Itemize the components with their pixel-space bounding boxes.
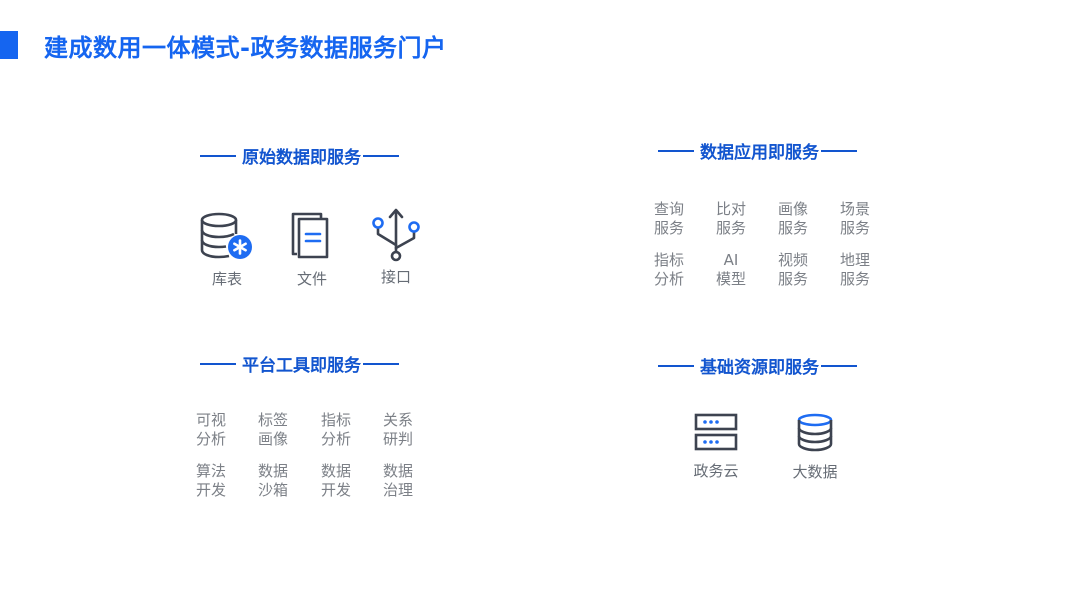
platform-tools-cell[interactable]: 标签画像 <box>253 411 293 449</box>
data-app-cell[interactable]: 查询服务 <box>649 200 689 238</box>
raw-data-item-file[interactable]: 文件 <box>272 210 352 289</box>
cell-line: 比对 <box>715 200 746 218</box>
infra-item-label: 大数据 <box>792 463 838 481</box>
section-heading-label: 平台工具即服务 <box>242 356 361 376</box>
cell-line: 数据 <box>382 462 413 480</box>
cell-line: 画像 <box>257 430 288 448</box>
cell-line: 开发 <box>195 481 226 499</box>
platform-tools-cell[interactable]: 数据沙箱 <box>253 462 293 500</box>
heading-dash-left <box>658 364 694 367</box>
data-app-cell[interactable]: 视频服务 <box>773 251 813 289</box>
section-heading-platform-tools: 平台工具即服务 <box>200 351 399 376</box>
cell-line: 服务 <box>777 270 808 288</box>
data-app-cell[interactable]: 场景服务 <box>835 200 875 238</box>
cell-line: 研判 <box>382 430 413 448</box>
cell-line: 算法 <box>195 462 226 480</box>
usb-icon <box>372 208 420 262</box>
section-heading-label: 基础资源即服务 <box>700 358 819 378</box>
platform-tools-cell[interactable]: 数据开发 <box>316 462 356 500</box>
platform-tools-cell[interactable]: 算法开发 <box>191 462 231 500</box>
cell-line: 分析 <box>195 430 226 448</box>
server-rack-icon <box>694 413 738 451</box>
cell-line: 查询 <box>653 200 684 218</box>
cell-line: 指标 <box>320 411 351 429</box>
section-heading-data-app: 数据应用即服务 <box>658 138 857 163</box>
cell-line: 治理 <box>382 481 413 499</box>
title-accent-bar <box>0 31 18 59</box>
cell-line: 服务 <box>777 219 808 237</box>
data-app-cell[interactable]: 地理服务 <box>835 251 875 289</box>
cell-line: 服务 <box>839 219 870 237</box>
cell-line: 数据 <box>320 462 351 480</box>
heading-dash-left <box>658 149 694 152</box>
heading-dash-right <box>821 149 857 152</box>
cell-line: 服务 <box>839 270 870 288</box>
infra-item-label: 政务云 <box>693 462 739 480</box>
cell-line: 标签 <box>257 411 288 429</box>
raw-data-item-api[interactable]: 接口 <box>356 208 436 287</box>
raw-data-item-table[interactable]: 库表 <box>187 210 267 289</box>
data-app-cell[interactable]: 画像服务 <box>773 200 813 238</box>
cell-line: 地理 <box>839 251 870 269</box>
cell-line: 开发 <box>320 481 351 499</box>
data-app-cell[interactable]: 指标分析 <box>649 251 689 289</box>
cell-line: 指标 <box>653 251 684 269</box>
heading-dash-left <box>200 362 236 365</box>
heading-dash-left <box>200 154 236 157</box>
platform-tools-cell[interactable]: 数据治理 <box>378 462 418 500</box>
cell-line: 分析 <box>320 430 351 448</box>
raw-data-item-label: 文件 <box>296 270 327 288</box>
section-heading-raw-data: 原始数据即服务 <box>200 143 399 168</box>
database-icon <box>200 212 252 259</box>
cell-line: 画像 <box>777 200 808 218</box>
raw-data-item-label: 接口 <box>380 268 411 286</box>
cell-line: 视频 <box>777 251 808 269</box>
raw-data-item-label: 库表 <box>211 270 242 288</box>
cell-line: 数据 <box>257 462 288 480</box>
platform-tools-cell[interactable]: 关系研判 <box>378 411 418 449</box>
cell-line: AI <box>723 251 739 269</box>
cell-line: 场景 <box>839 200 870 218</box>
heading-dash-right <box>821 364 857 367</box>
section-heading-infrastructure: 基础资源即服务 <box>658 353 857 378</box>
cell-line: 模型 <box>715 270 746 288</box>
cell-line: 服务 <box>653 219 684 237</box>
cell-line: 服务 <box>715 219 746 237</box>
cell-line: 可视 <box>195 411 226 429</box>
page-title: 建成数用一体模式-政务数据服务门户 <box>44 34 447 62</box>
document-icon <box>291 212 329 259</box>
platform-tools-cell[interactable]: 可视分析 <box>191 411 231 449</box>
platform-tools-cell[interactable]: 指标分析 <box>316 411 356 449</box>
section-heading-label: 数据应用即服务 <box>700 143 819 163</box>
infra-item-big-data[interactable]: 大数据 <box>775 413 855 482</box>
cell-line: 沙箱 <box>257 481 288 499</box>
infra-item-gov-cloud[interactable]: 政务云 <box>676 412 756 481</box>
cell-line: 分析 <box>653 270 684 288</box>
section-heading-label: 原始数据即服务 <box>242 148 361 168</box>
heading-dash-right <box>363 362 399 365</box>
data-stack-icon <box>797 413 833 452</box>
data-app-cell[interactable]: 比对服务 <box>711 200 751 238</box>
cell-line: 关系 <box>382 411 413 429</box>
heading-dash-right <box>363 154 399 157</box>
